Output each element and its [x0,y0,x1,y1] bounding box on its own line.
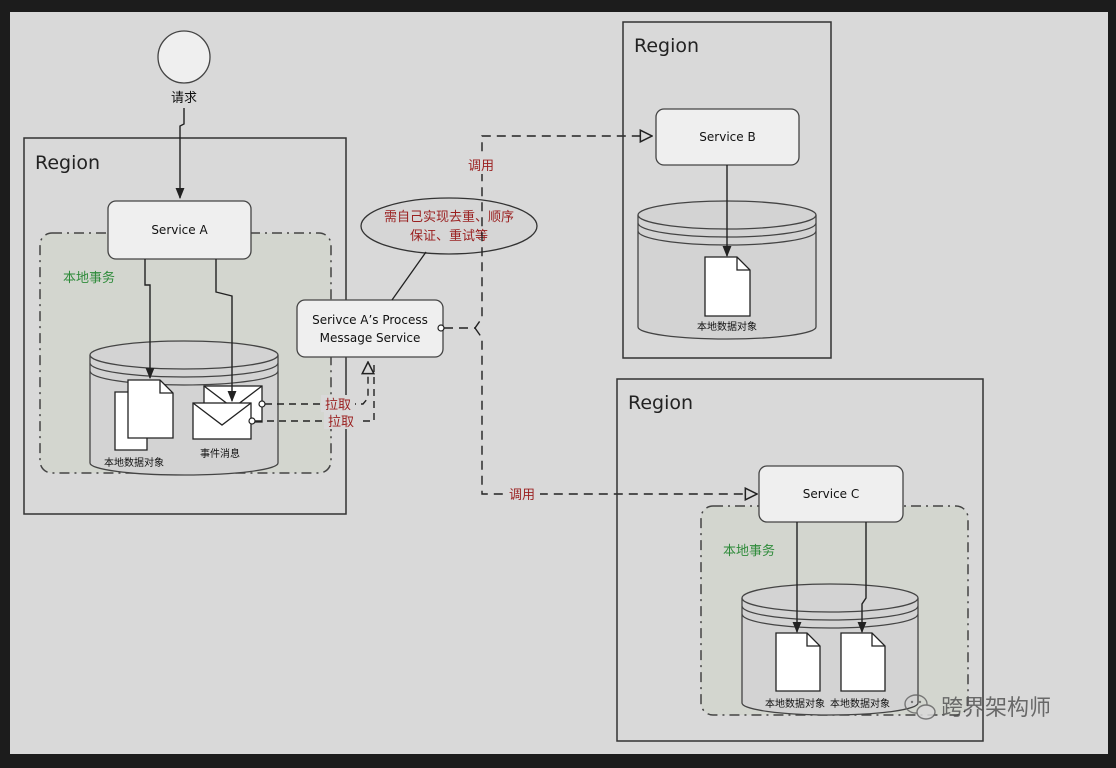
region-b-title: Region [634,35,699,57]
region-b-frame [622,21,832,359]
data-object-label-a: 本地数据对象 [104,456,164,469]
write-message-arrow [215,259,237,403]
watermark: 跨界架构师 [904,694,1051,721]
request-node: 请求 [157,30,211,200]
process-service-line1: Serivce A’s Process [312,313,428,327]
local-transaction-a-label: 本地事务 [63,270,115,286]
document-icon [775,632,821,692]
pull-line-2 [255,364,375,422]
service-c-label: Service C [803,487,860,501]
call-line-c [474,327,757,494]
wechat-icon [904,694,936,720]
watermark-text: 跨界架构师 [941,696,1051,721]
note-connector [391,251,427,301]
region-c: Region 本地事务 本地数据对象 本地数据对象 Service C [616,378,984,742]
envelope-icon [192,385,263,440]
database-c [741,583,919,716]
data-object-label-c1: 本地数据对象 [765,697,825,710]
call-label-c: 调用 [509,488,535,503]
pull-label-2: 拉取 [328,415,354,430]
region-c-title: Region [628,392,693,414]
process-message-service-node[interactable] [296,299,444,358]
call-label-b: 调用 [468,159,494,174]
note-ellipse [360,197,538,255]
request-label: 请求 [171,91,197,106]
local-transaction-c-label: 本地事务 [723,543,775,559]
service-a-label: Service A [151,223,208,237]
data-object-label-b: 本地数据对象 [697,320,757,333]
request-circle[interactable] [157,30,211,84]
data-object-label-c2: 本地数据对象 [830,697,890,710]
region-b: Region 本地数据对象 Service B [622,21,832,359]
note-line1: 需自己实现去重、顺序 [384,209,514,225]
service-c-node[interactable] [758,465,904,523]
write-data-arrow [144,259,155,380]
process-service-line2: Message Service [320,331,421,345]
document-icon [704,256,751,317]
document-icon [840,632,886,692]
pull-label-1: 拉取 [325,398,351,413]
call-line-b [444,136,652,329]
note-line2: 保证、重试等 [410,228,488,244]
document-icon [114,379,174,451]
pull-line-1 [265,362,368,405]
region-a-title: Region [35,152,100,174]
request-arrow [175,108,185,200]
call-connectors: 调用 调用 [437,136,757,503]
event-message-label: 事件消息 [200,447,240,460]
pull-connectors: 拉取 拉取 [248,362,375,430]
service-c-write-arrow-2 [857,522,867,634]
service-b-label: Service B [699,130,755,144]
service-a-node[interactable] [107,200,252,260]
region-a: Region 本地事务 本地数据对象 事件消息 Service A [23,137,347,515]
region-c-frame [616,378,984,742]
